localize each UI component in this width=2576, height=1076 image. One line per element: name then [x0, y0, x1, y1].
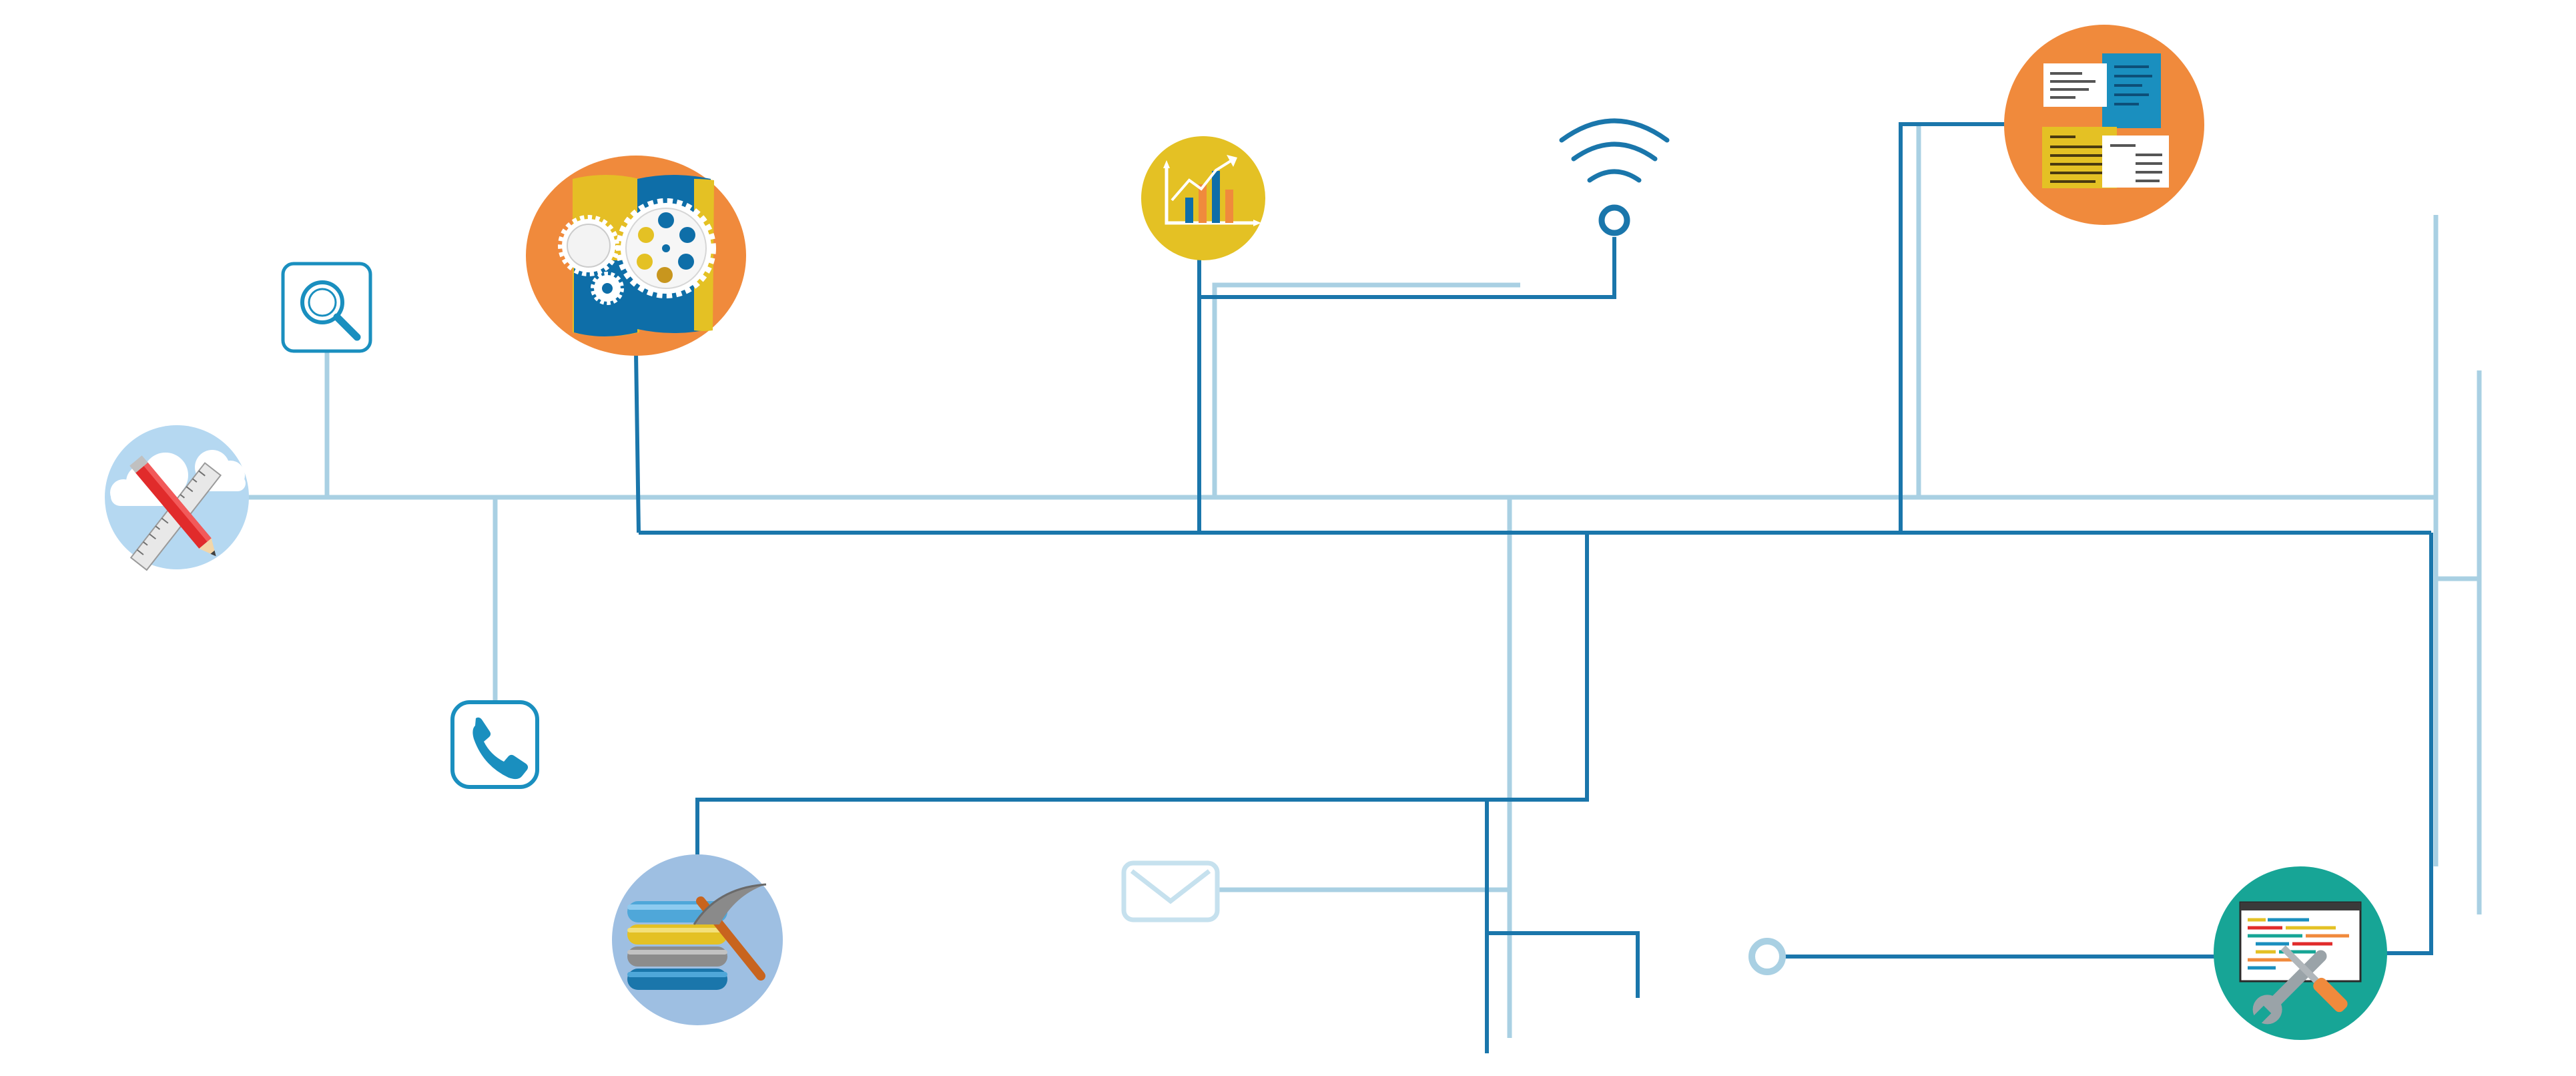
database-pickaxe-icon[interactable] [612, 854, 783, 1025]
gears-connector [634, 352, 641, 533]
documents-connector [1899, 122, 2007, 533]
wifi-icon[interactable] [1559, 118, 1670, 236]
big-gear [616, 198, 716, 298]
ruler-pencil-cloud-icon[interactable] [105, 425, 249, 571]
search-icon[interactable] [281, 262, 372, 353]
chart-light-connector [1212, 282, 1520, 497]
database-connector [695, 533, 1589, 860]
small-gear [591, 272, 624, 305]
lower-bracket [1487, 931, 1640, 998]
mail-icon[interactable] [1121, 860, 1220, 922]
light-connectors [247, 125, 2482, 1038]
left-gear [558, 215, 619, 276]
wifi-connector [1199, 237, 1616, 299]
bar-chart-icon[interactable] [1141, 136, 1265, 260]
phone-icon[interactable] [450, 700, 539, 789]
ring-node [1748, 938, 1786, 975]
documents-icon[interactable] [2004, 25, 2204, 225]
dark-connectors [634, 122, 2433, 1053]
code-connector [2381, 533, 2433, 955]
gears-icon[interactable] [526, 156, 746, 356]
code-wrench-icon[interactable] [2214, 866, 2387, 1040]
